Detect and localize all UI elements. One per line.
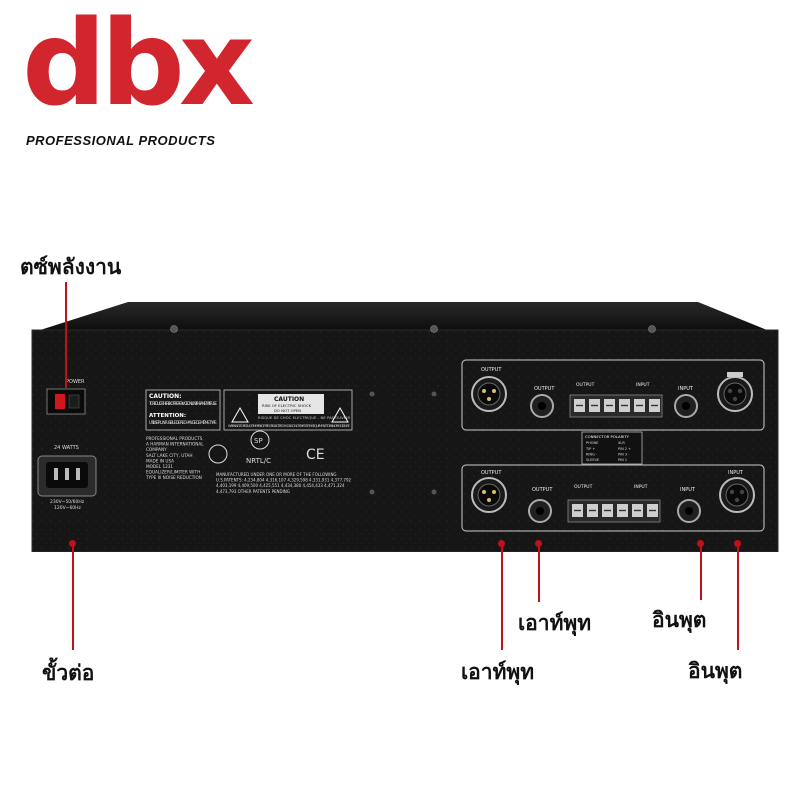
caution-2-fr: RISQUE DE CHOC ELECTRIQUE - NE PAS OUVRI… xyxy=(258,416,351,420)
ch2-input-jack-label: INPUT xyxy=(680,487,696,493)
polarity-row: PIN 2 + xyxy=(618,447,631,451)
callout-dot-output-1 xyxy=(535,540,542,547)
ch2-output-xlr-label: OUTPUT xyxy=(481,470,502,476)
company-line: A HARMAN INTERNATIONAL xyxy=(146,442,204,447)
patent-line: MANUFACTURED UNDER ONE OR MORE OF THE FO… xyxy=(216,472,337,477)
ch2-output-jack-label: OUTPUT xyxy=(532,487,553,493)
patent-line: 4,473,793 OTHER PATENTS PENDING xyxy=(216,489,290,494)
cert-csa-text: SP xyxy=(254,437,263,445)
channel-2-panel xyxy=(461,464,765,532)
company-line: COMPANY xyxy=(146,447,167,452)
cert-ce: CE xyxy=(306,447,325,463)
chassis-top xyxy=(34,302,772,332)
voltage-1: 230V~50/60Hz xyxy=(50,499,85,505)
ch2-terminal-in-label: INPUT xyxy=(634,484,648,490)
device-rear-panel: POWER 24 WATTS 230V~50/60Hz 120V~60Hz CA… xyxy=(31,302,779,552)
company-line: PROFESSIONAL PRODUCTS xyxy=(146,436,203,441)
power-switch[interactable] xyxy=(46,388,86,415)
screw xyxy=(431,391,437,397)
polarity-title: CONNECTOR POLARITY xyxy=(585,434,630,439)
screw xyxy=(430,325,438,333)
brand-logo: dbx xyxy=(22,0,255,132)
callout-input-2: อินพุต xyxy=(688,659,743,683)
callout-line-input-1 xyxy=(700,546,702,600)
callout-dot-input-2 xyxy=(734,540,741,547)
caution-2-line1: RISK OF ELECTRIC SHOCK xyxy=(262,403,312,408)
callout-input-1: อินพุต xyxy=(652,608,707,632)
power-spec: 24 WATTS xyxy=(54,445,79,451)
patent-line: 4,403,199 4,409,500 4,425,551 4,434,380 … xyxy=(216,483,345,488)
ch2-input-xlr-label: INPUT xyxy=(728,470,744,476)
polarity-row: RING - xyxy=(586,453,598,457)
power-label: POWER xyxy=(66,379,85,385)
callout-output-1: เอาท์พุท xyxy=(518,611,592,635)
caution-1-title: CAUTION: xyxy=(149,393,182,400)
patent-info: MANUFACTURED UNDER ONE OR MORE OF THE FO… xyxy=(216,472,351,494)
cert-mark xyxy=(208,444,228,464)
ch1-input-jack-label: INPUT xyxy=(678,386,694,392)
company-line: MADE IN USA xyxy=(146,458,174,463)
polarity-row: PIN 1 xyxy=(618,458,627,462)
caution-1-text: TO REDUCE THE RISK OF FIRE REPLACE ONLY … xyxy=(148,401,217,406)
cert-nrtl: NRTL/C xyxy=(246,457,271,465)
polarity-row: TIP + xyxy=(585,447,595,451)
callout-dot-connector xyxy=(69,540,76,547)
screw xyxy=(431,489,437,495)
channel-1-panel xyxy=(461,359,765,431)
screw xyxy=(170,325,178,333)
caution-2-line2: DO NOT OPEN xyxy=(274,408,301,413)
brand-tagline: PROFESSIONAL PRODUCTS xyxy=(26,133,216,148)
polarity-row: PIN 3 - xyxy=(618,453,630,457)
callout-line-power xyxy=(65,282,67,388)
chassis-face xyxy=(32,330,778,552)
callout-line-output-1 xyxy=(538,546,540,602)
screw xyxy=(369,489,375,495)
ch1-terminal-in-label: INPUT xyxy=(636,382,650,388)
company-line: EQUALIZER/LIMITER WITH xyxy=(146,470,200,475)
callout-power-switch: ตซ์พลังงาน xyxy=(20,255,122,279)
callout-line-connector xyxy=(72,546,74,650)
company-line: TYPE III NOISE REDUCTION xyxy=(145,475,202,480)
screw xyxy=(369,391,375,397)
ch1-output-xlr-label: OUTPUT xyxy=(481,367,502,373)
callout-connector: ขั้วต่อ xyxy=(42,661,95,685)
ch1-terminal-out-label: OUTPUT xyxy=(576,382,595,388)
svg-text:PHONE: PHONE xyxy=(586,441,598,445)
polarity-row: SLEEVE xyxy=(586,458,599,462)
attention-text: UTILISER UN FUSIBLE DE RECHANGE DE MÊME … xyxy=(149,420,217,425)
callout-line-input-2 xyxy=(737,546,739,650)
connector-polarity xyxy=(581,431,643,465)
patent-line: U.S.PATENTS: 4,234,804 4,316,107 4,329,5… xyxy=(216,478,351,483)
ch1-output-jack-label: OUTPUT xyxy=(534,386,555,392)
warning-text: WARNING: TO REDUCE THE RISK OF FIRE OR E… xyxy=(228,424,351,428)
callout-dot-output-2 xyxy=(498,540,505,547)
company-line: MODEL 1231 xyxy=(146,464,173,469)
callout-output-2: เอาท์พุท xyxy=(461,660,535,684)
screw xyxy=(648,325,656,333)
voltage-2: 120V~60Hz xyxy=(54,505,82,511)
callout-dot-input-1 xyxy=(697,540,704,547)
cert-csa xyxy=(250,430,270,450)
ch2-terminal-out-label: OUTPUT xyxy=(574,484,593,490)
svg-text:XLR: XLR xyxy=(618,441,625,445)
callout-line-output-2 xyxy=(501,546,503,650)
caution-2-title: CAUTION xyxy=(274,396,304,403)
company-line: SALT LAKE CITY, UTAH xyxy=(146,453,193,458)
attention-title: ATTENTION: xyxy=(149,413,186,419)
